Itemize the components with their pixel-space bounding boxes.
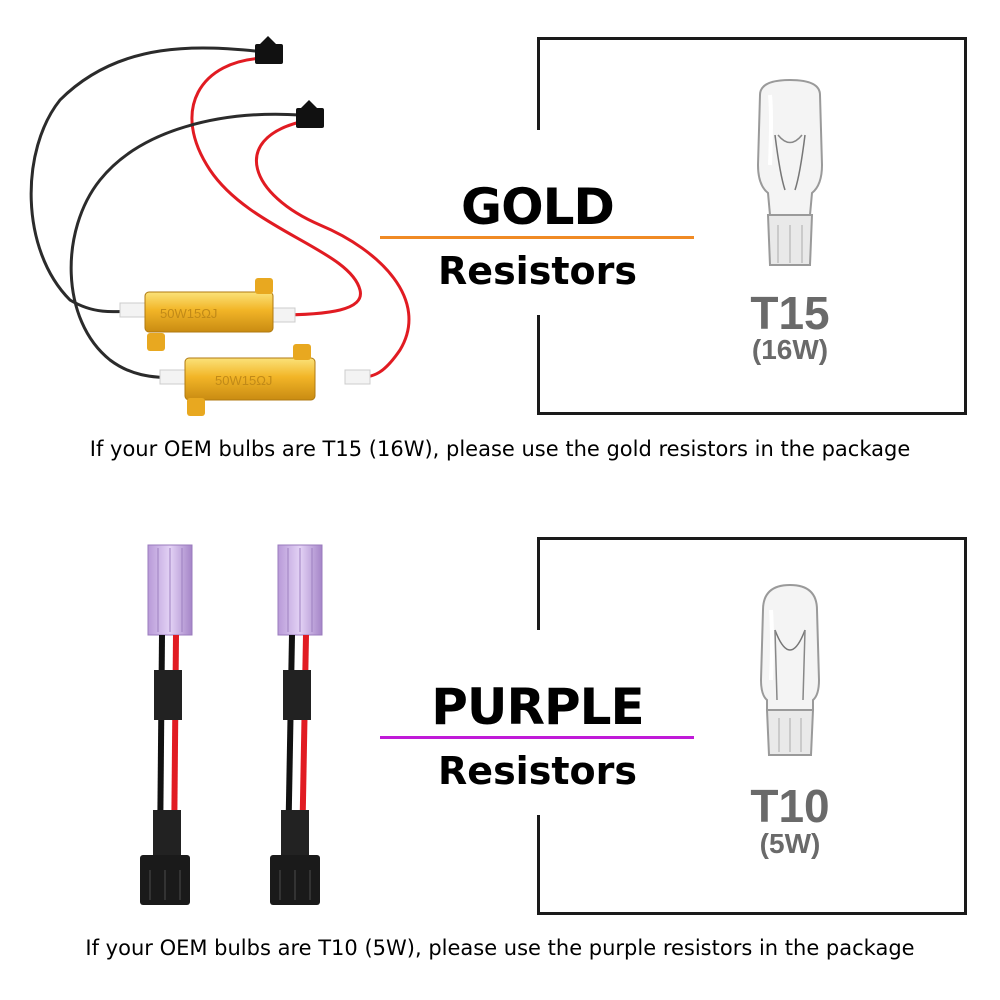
- t10-watt: (5W): [759, 828, 821, 859]
- svg-text:50W15ΩJ: 50W15ΩJ: [215, 373, 272, 388]
- purple-resistor-icon: [140, 544, 323, 905]
- purple-subtitle: Resistors: [438, 749, 637, 793]
- purple-resistor-section: PURPLE Resistors T10 (5W) If your OEM bu…: [0, 500, 1000, 1000]
- connector-icon: [255, 36, 324, 128]
- t15-watt: (16W): [751, 334, 829, 365]
- svg-text:50W15ΩJ: 50W15ΩJ: [160, 306, 217, 321]
- t10-bulb-icon: [759, 583, 821, 756]
- purple-title: PURPLE: [431, 678, 644, 736]
- gold-title: GOLD: [461, 178, 615, 236]
- gold-divider: [380, 236, 694, 239]
- t15-bulb-icon: [756, 78, 824, 266]
- purple-caption: If your OEM bulbs are T10 (5W), please u…: [85, 936, 915, 960]
- gold-resistor-section: 50W15ΩJ 50W15ΩJ GOLD Resistors T15 (16W)…: [29, 36, 967, 461]
- gold-resistor-icon: 50W15ΩJ 50W15ΩJ: [29, 36, 411, 416]
- t15-label: T15: [750, 287, 830, 339]
- purple-divider: [380, 736, 694, 739]
- gold-subtitle: Resistors: [438, 249, 637, 293]
- t10-label: T10: [750, 780, 830, 832]
- gold-caption: If your OEM bulbs are T15 (16W), please …: [89, 437, 911, 461]
